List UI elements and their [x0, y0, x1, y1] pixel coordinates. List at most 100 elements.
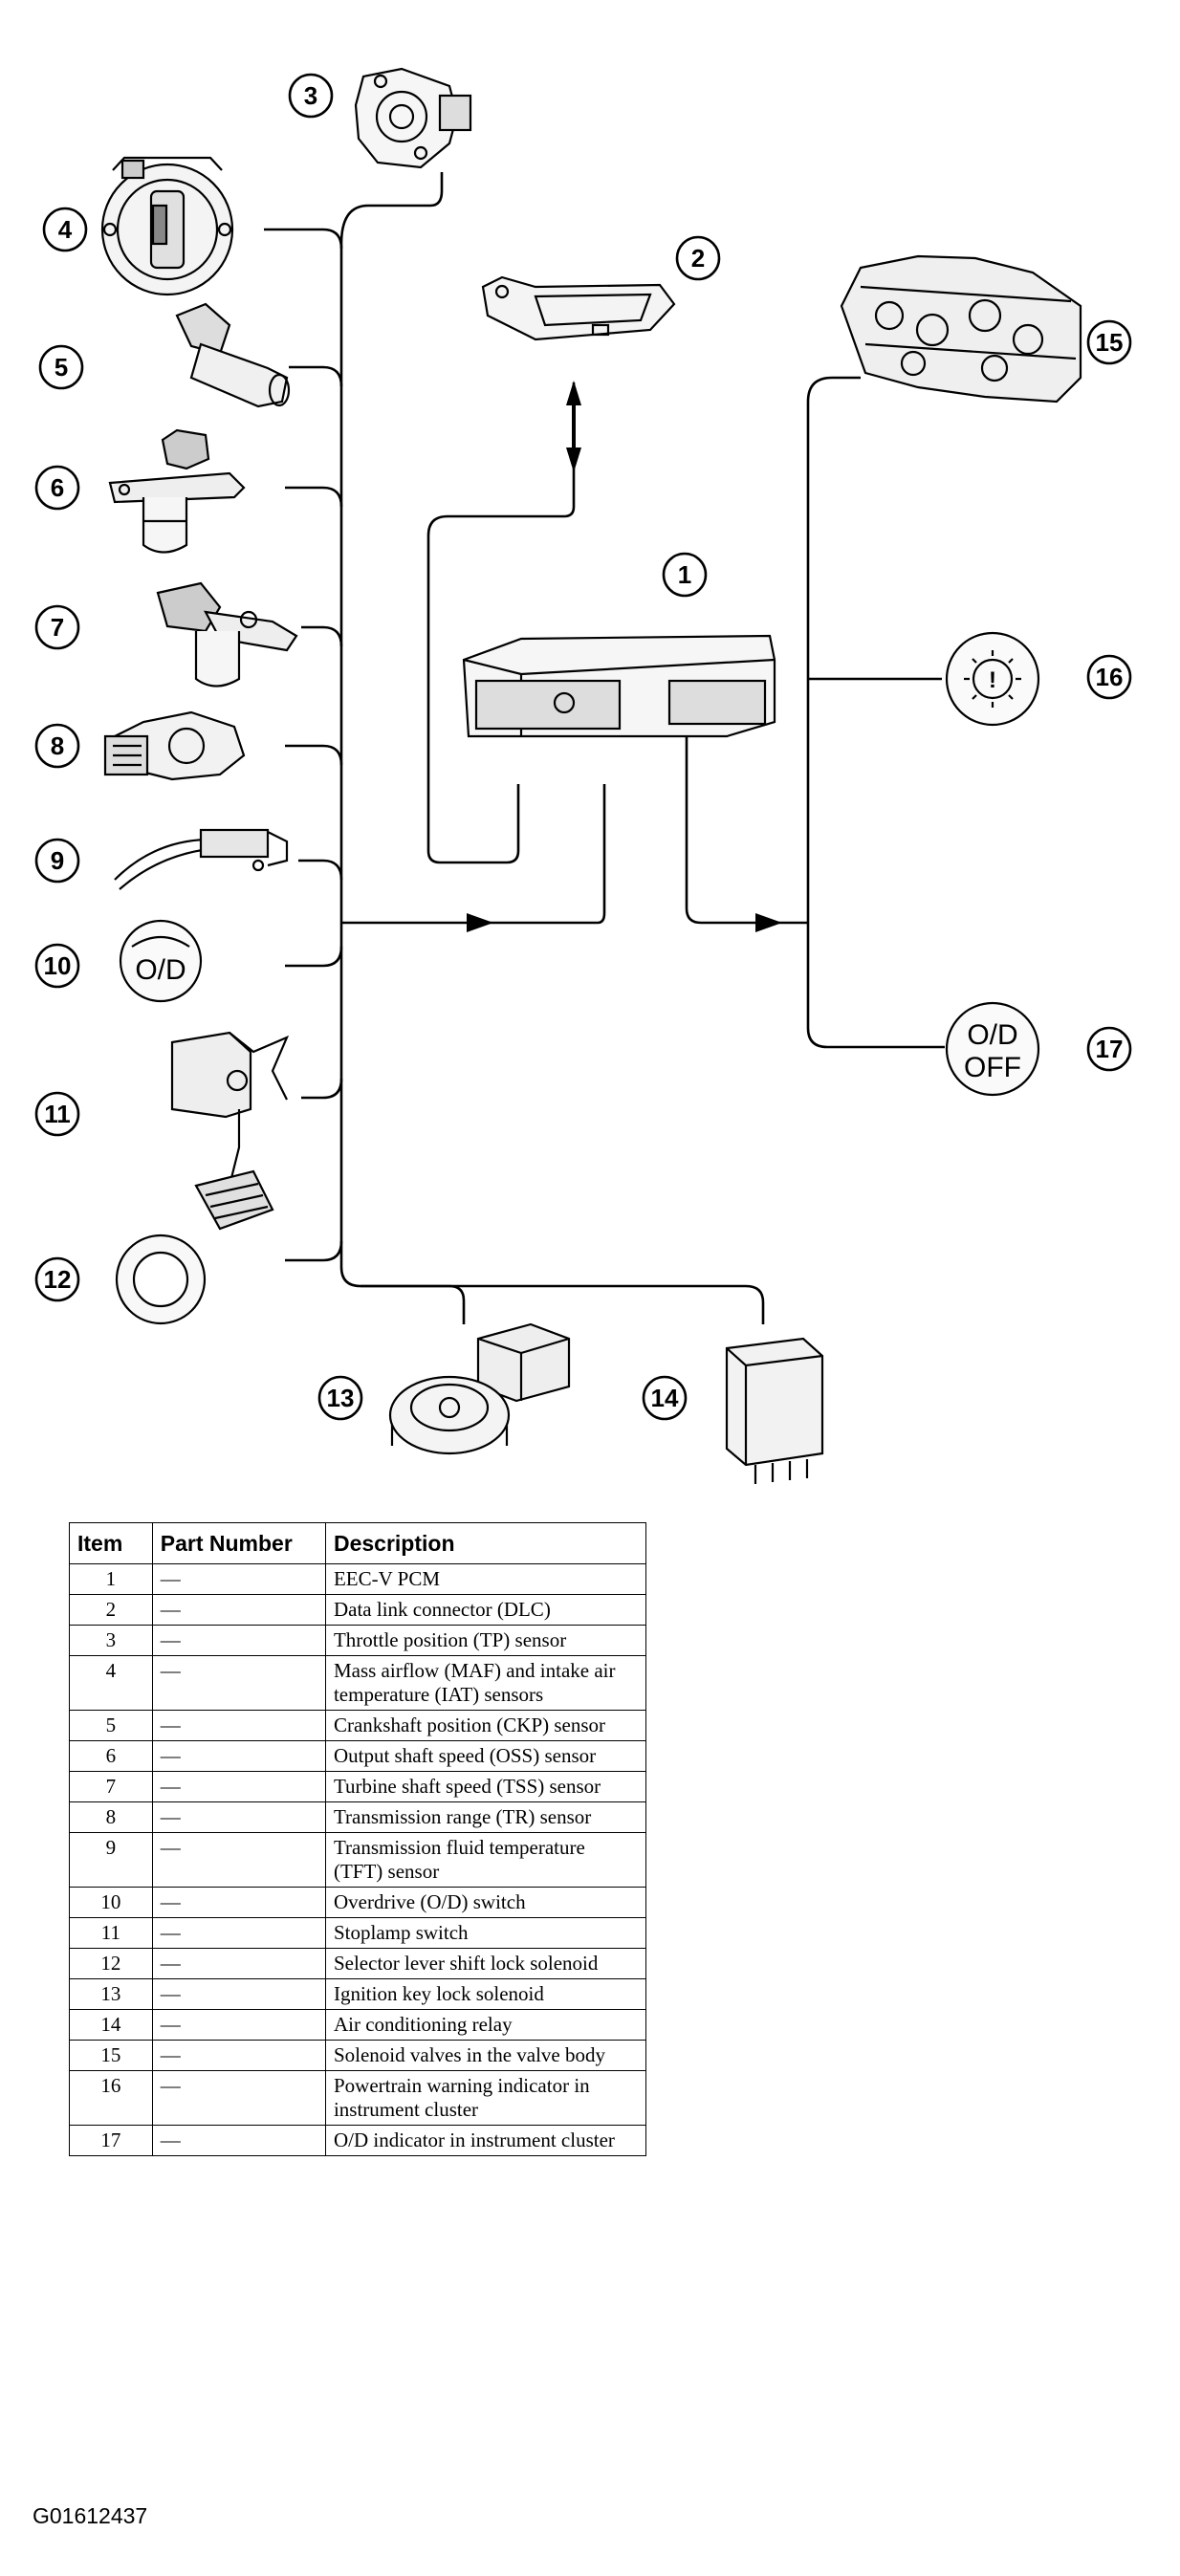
callout-3: 3: [288, 73, 334, 119]
table-row: 7—Turbine shaft speed (TSS) sensor: [69, 1771, 647, 1802]
overdrive-switch-icon: [119, 919, 203, 1003]
callout-number: 13: [327, 1384, 355, 1412]
callout-2: 2: [675, 235, 721, 281]
crankshaft-position-sensor-icon: [175, 302, 291, 408]
table-cell-part: —: [151, 2040, 326, 2071]
table-cell-desc: Transmission range (TR) sensor: [324, 1801, 647, 1833]
callout-4: 4: [42, 207, 88, 252]
callout-circle: [42, 207, 88, 252]
table-cell-part: —: [151, 1655, 326, 1711]
input-bus-line: [339, 244, 466, 1324]
table-cell-part: —: [151, 2009, 326, 2041]
callout-number: 12: [44, 1265, 72, 1294]
figure-id: G01612437: [33, 2503, 148, 2528]
table-cell-desc: Powertrain warning indicator in instrume…: [324, 2070, 647, 2126]
table-cell-part: —: [151, 1887, 326, 1918]
table-cell-desc: Overdrive (O/D) switch: [324, 1887, 647, 1918]
table-cell-desc: O/D indicator in instrument cluster: [324, 2125, 647, 2156]
table-cell-desc: Stoplamp switch: [324, 1917, 647, 1949]
callout-10: 10: [34, 943, 80, 989]
table-cell-desc: Throttle position (TP) sensor: [324, 1625, 647, 1656]
table-cell-part: —: [151, 1832, 326, 1888]
turbine-shaft-speed-sensor-icon: [156, 581, 298, 688]
callout-17: 17: [1086, 1026, 1132, 1072]
callout-15: 15: [1086, 319, 1132, 365]
arrow-to-outputs: [755, 913, 782, 932]
callout-circle: [317, 1375, 363, 1421]
branch-7: [301, 625, 343, 647]
dlc-arrow-up: [566, 381, 581, 405]
table-row: 1—EEC-V PCM: [69, 1563, 647, 1595]
callout-circle: [34, 943, 80, 989]
callout-8: 8: [34, 723, 80, 769]
dlc-arrow-down: [566, 448, 581, 472]
warning-exclamation: !: [989, 667, 996, 693]
table-row: 5—Crankshaft position (CKP) sensor: [69, 1710, 647, 1741]
table-cell-item: 15: [69, 2040, 153, 2071]
table-cell-item: 1: [69, 1563, 153, 1595]
table-cell-desc: Data link connector (DLC): [324, 1594, 647, 1626]
table-row: 4—Mass airflow (MAF) and intake air temp…: [69, 1655, 647, 1711]
callout-11: 11: [34, 1091, 80, 1137]
table-cell-desc: Mass airflow (MAF) and intake air temper…: [324, 1655, 647, 1711]
throttle-position-sensor-icon: [354, 67, 472, 169]
callout-circle: [1086, 319, 1132, 365]
table-cell-item: 6: [69, 1740, 153, 1772]
table-row: 12—Selector lever shift lock solenoid: [69, 1948, 647, 1979]
table-row: 10—Overdrive (O/D) switch: [69, 1887, 647, 1918]
table-cell-item: 7: [69, 1771, 153, 1802]
data-link-connector-icon: [481, 275, 676, 341]
table-cell-desc: EEC-V PCM: [324, 1563, 647, 1595]
callout-circle: [642, 1375, 688, 1421]
table-cell-part: —: [151, 1594, 326, 1626]
branch-12: [285, 1240, 343, 1262]
callout-number: 17: [1096, 1035, 1124, 1063]
powertrain-warning-indicator-icon: [945, 631, 1040, 727]
header-description: Description: [324, 1522, 647, 1564]
table-cell-part: —: [151, 2070, 326, 2126]
stoplamp-switch-icon: [170, 1031, 290, 1231]
output-bus-bottom: [806, 923, 945, 1049]
callout-circle: [34, 465, 80, 511]
table-cell-item: 3: [69, 1625, 153, 1656]
table-row: 11—Stoplamp switch: [69, 1917, 647, 1949]
callout-circle: [34, 1091, 80, 1137]
table-row: 2—Data link connector (DLC): [69, 1594, 647, 1626]
table-cell-item: 2: [69, 1594, 153, 1626]
callout-circle: [34, 604, 80, 650]
callout-16: 16: [1086, 654, 1132, 700]
table-cell-part: —: [151, 1801, 326, 1833]
wiring: [264, 172, 945, 1324]
table-row: 6—Output shaft speed (OSS) sensor: [69, 1740, 647, 1772]
table-cell-part: —: [151, 2125, 326, 2156]
mass-airflow-sensor-icon: [100, 156, 234, 296]
table-row: 9—Transmission fluid temperature (TFT) s…: [69, 1832, 647, 1888]
branch-14: [449, 1284, 765, 1324]
output-shaft-speed-sensor-icon: [108, 428, 246, 554]
table-row: 8—Transmission range (TR) sensor: [69, 1801, 647, 1833]
table-cell-part: —: [151, 1625, 326, 1656]
bus-top-line: [339, 172, 444, 245]
callout-number: 5: [55, 353, 68, 382]
air-conditioning-relay-icon: [725, 1337, 824, 1484]
table-cell-desc: Air conditioning relay: [324, 2009, 647, 2041]
callout-7: 7: [34, 604, 80, 650]
od-off-label-top: O/D: [967, 1019, 1017, 1051]
table-header-row: Item Part Number Description: [69, 1522, 647, 1564]
table-row: 15—Solenoid valves in the valve body: [69, 2040, 647, 2071]
table-cell-part: —: [151, 1563, 326, 1595]
table-cell-part: —: [151, 1917, 326, 1949]
callout-14: 14: [642, 1375, 688, 1421]
branch-11: [301, 1078, 343, 1100]
table-cell-desc: Turbine shaft speed (TSS) sensor: [324, 1771, 647, 1802]
table-cell-desc: Selector lever shift lock solenoid: [324, 1948, 647, 1979]
table-cell-item: 17: [69, 2125, 153, 2156]
branch-4: [264, 228, 343, 250]
table-cell-part: —: [151, 1740, 326, 1772]
callout-circle: [34, 1256, 80, 1302]
branch-5: [289, 365, 343, 387]
table-cell-item: 8: [69, 1801, 153, 1833]
overdrive-switch-label: O/D: [135, 954, 186, 986]
od-off-indicator-icon: [945, 1001, 1040, 1097]
